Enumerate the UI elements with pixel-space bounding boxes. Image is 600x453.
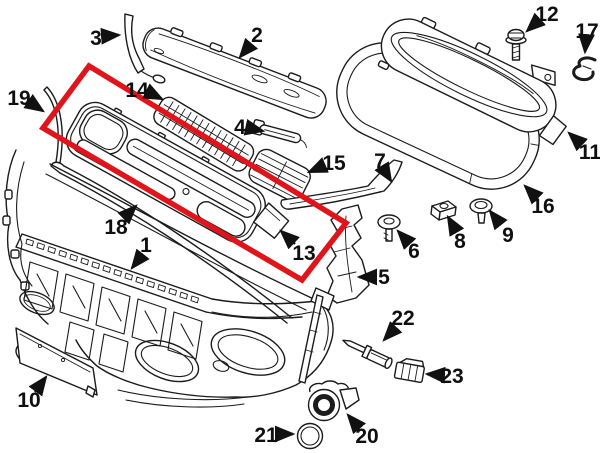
part-side-mesh-15 <box>248 148 311 202</box>
callout-6[interactable]: 6 <box>408 240 420 263</box>
part-trim-strip-18 <box>50 161 293 324</box>
part-clip-nut-8 <box>430 200 457 221</box>
callout-13[interactable]: 13 <box>292 242 315 265</box>
callout-22[interactable]: 22 <box>391 307 414 330</box>
part-rivet-6 <box>377 214 401 242</box>
callout-9[interactable]: 9 <box>502 224 514 247</box>
part-parking-sensor-20 <box>307 380 360 422</box>
callout-7[interactable]: 7 <box>374 150 386 173</box>
callout-23[interactable]: 23 <box>440 365 463 388</box>
callout-18[interactable]: 18 <box>104 216 128 239</box>
callout-labels: 1 2 3 4 5 6 7 8 9 10 11 12 13 14 15 16 1… <box>7 3 600 448</box>
callout-2[interactable]: 2 <box>251 24 263 47</box>
callout-1[interactable]: 1 <box>140 234 152 257</box>
part-main-grille-13 <box>65 101 290 243</box>
part-rivet-9 <box>469 198 493 224</box>
part-upper-grille-11 <box>377 16 567 146</box>
part-bracket-4 <box>251 119 307 149</box>
part-sensor-ring-21 <box>296 422 324 450</box>
red-highlight-box <box>38 62 351 284</box>
callout-12[interactable]: 12 <box>535 3 558 26</box>
part-socket-23 <box>393 357 425 384</box>
callout-17[interactable]: 17 <box>575 20 598 43</box>
callout-14[interactable]: 14 <box>125 79 149 102</box>
part-side-rail-strip <box>298 294 324 384</box>
callout-4[interactable]: 4 <box>234 116 246 139</box>
callout-8[interactable]: 8 <box>454 230 466 253</box>
part-clip-17 <box>572 56 597 82</box>
part-support-strip-3 <box>124 13 166 84</box>
callout-arrows <box>23 12 595 443</box>
callout-10[interactable]: 10 <box>17 389 40 412</box>
callout-15[interactable]: 15 <box>322 152 346 175</box>
callout-5[interactable]: 5 <box>378 266 390 289</box>
part-corner-trim-7 <box>280 159 403 210</box>
callout-21[interactable]: 21 <box>254 424 278 447</box>
callout-19[interactable]: 19 <box>7 87 30 110</box>
part-temp-sensor-22 <box>342 339 393 370</box>
part-screw-12 <box>505 28 527 61</box>
part-bumper-cover-1 <box>2 149 334 408</box>
callout-16[interactable]: 16 <box>531 195 554 218</box>
part-license-filler-10 <box>15 327 98 398</box>
callout-11[interactable]: 11 <box>579 141 600 164</box>
callout-3[interactable]: 3 <box>90 27 102 50</box>
callout-20[interactable]: 20 <box>355 425 378 448</box>
